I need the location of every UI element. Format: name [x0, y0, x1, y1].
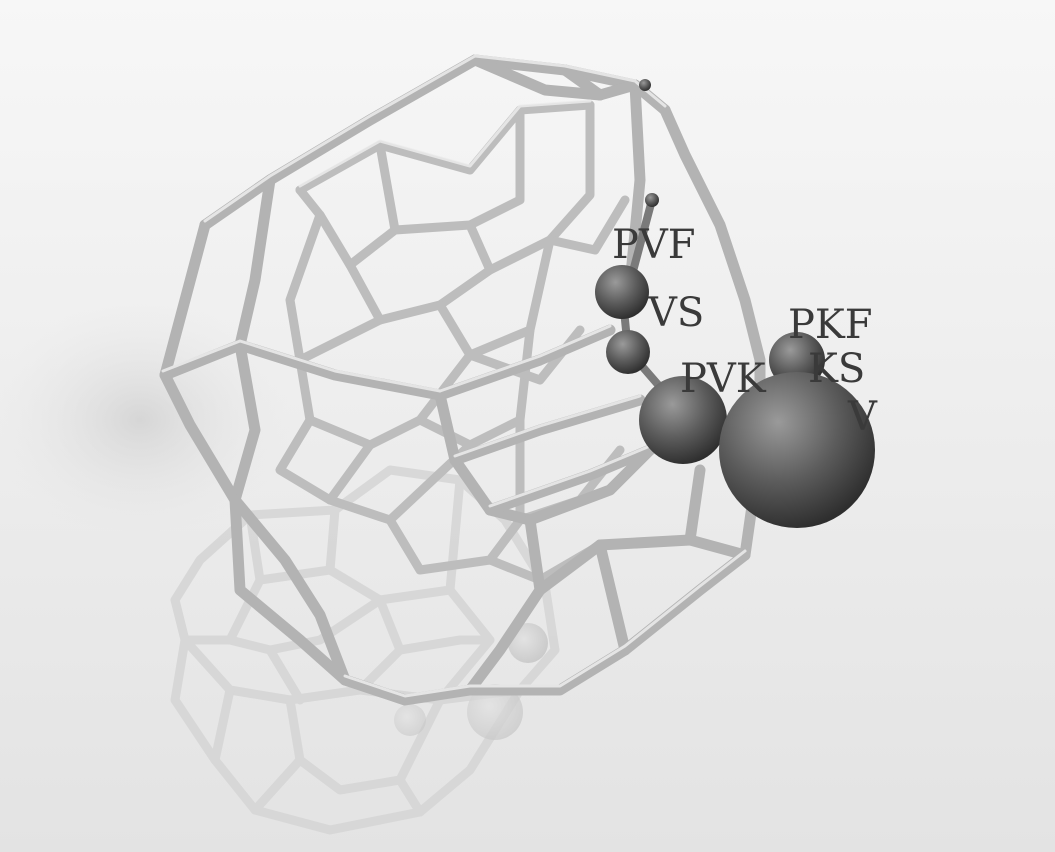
- label-pvk: PVK: [680, 356, 767, 402]
- label-pkf: PKF: [788, 302, 873, 348]
- node-pvf-sphere: [595, 265, 649, 319]
- label-v: V: [847, 394, 878, 440]
- sphere-reflection: [394, 704, 426, 736]
- sphere-reflection: [508, 623, 548, 663]
- node-pvk-sphere: [639, 376, 727, 464]
- sphere-reflection: [467, 684, 523, 740]
- node-v-sphere: [719, 372, 875, 528]
- node-top-sphere: [639, 79, 651, 91]
- label-pvf: PVF: [612, 222, 696, 268]
- node-vs-sphere: [606, 330, 650, 374]
- frame-front-edges: [159, 54, 766, 706]
- frame-highlights: [161, 54, 747, 698]
- label-vs: VS: [647, 290, 704, 336]
- node-top-sphere: [645, 193, 659, 207]
- label-ks: KS: [808, 346, 865, 392]
